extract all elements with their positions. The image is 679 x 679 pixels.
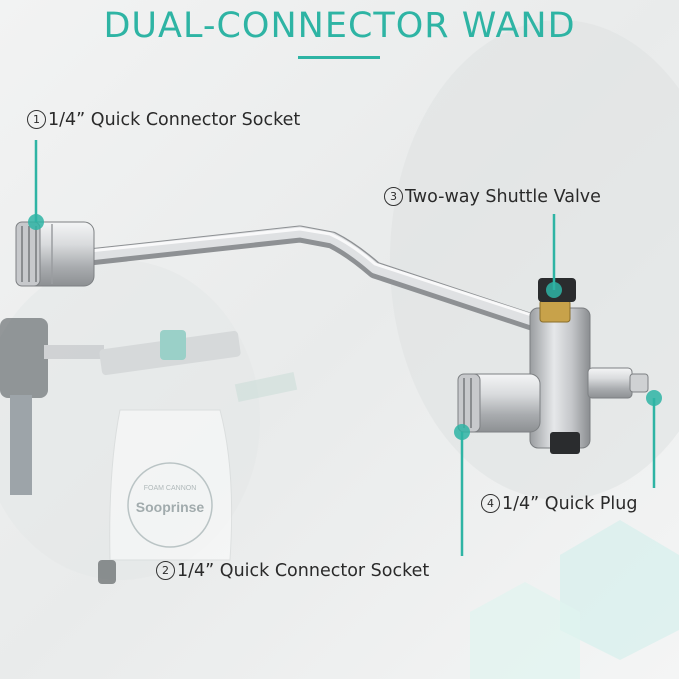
callout-3-marker [546,214,562,298]
callout-2-number: 2 [156,561,175,580]
foam-bottle [109,409,233,561]
bottle-base [98,560,116,584]
quick-plug [587,367,649,399]
callout-1-number: 1 [27,110,46,129]
callout-3-number: 3 [384,187,403,206]
callout-1-marker [28,140,44,230]
brass-fitting [539,299,571,323]
quick-connector-socket-2 [457,373,541,433]
callout-4-number: 4 [481,494,500,513]
background-foam-cannon: FOAM CANNON Sooprinse [0,318,298,584]
wand-tube [71,225,565,339]
foam-cannon-knob [160,330,186,360]
callout-3-text: Two-way Shuttle Valve [405,187,601,207]
bottle-ring-text: FOAM CANNON [144,485,197,492]
foam-nozzle [234,371,298,403]
valve-knob-bottom [550,432,580,454]
bottle-brand: Sooprinse [136,499,205,515]
page-title: DUAL-CONNECTOR WAND [103,6,576,46]
callout-4-text: 1/4” Quick Plug [502,494,638,514]
bottle-logo-ring [127,462,213,548]
callout-1-text: 1/4” Quick Connector Socket [48,110,301,130]
callout-2-text: 1/4” Quick Connector Socket [177,561,430,581]
quick-connector-socket-1 [15,221,95,287]
callout-4-marker [646,390,662,488]
gun-connector [44,345,104,359]
callout-2-marker [454,424,470,556]
gun-handle [0,318,48,398]
title-underline [298,56,380,59]
hexagon-decoration [560,520,679,660]
hexagon-decoration [470,582,580,679]
gun-grip [10,395,32,495]
